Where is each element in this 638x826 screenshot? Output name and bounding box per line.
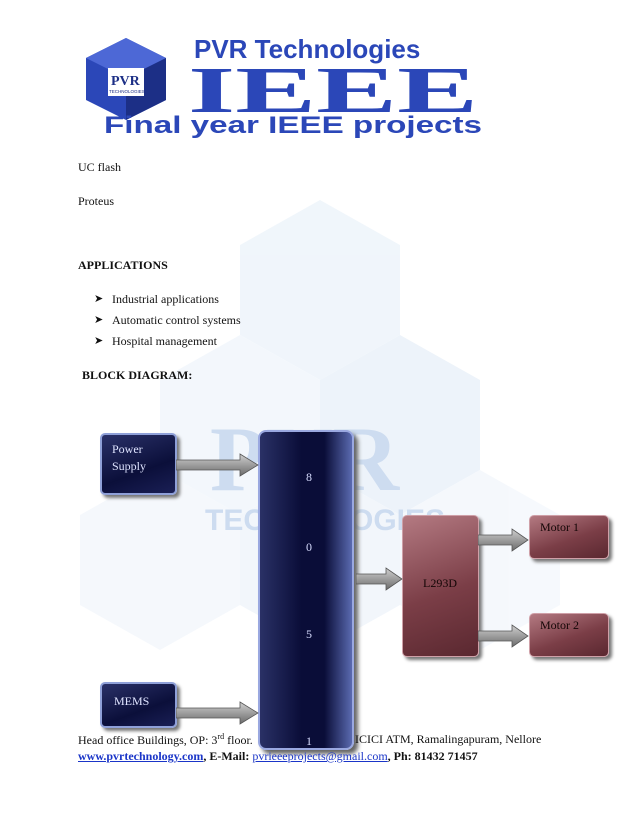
list-item: ➤Hospital management: [94, 330, 241, 351]
arrow-bullet-icon: ➤: [94, 292, 104, 305]
list-item: ➤Industrial applications: [94, 288, 241, 309]
motor1-label: Motor 1: [540, 520, 579, 534]
motor2-label: Motor 2: [540, 618, 579, 632]
motor2-block: Motor 2: [529, 613, 609, 657]
brand-title: PVR Technologies: [194, 34, 420, 64]
footer-address-end: ICICI ATM, Ramalingapuram, Nellore: [355, 732, 542, 746]
mems-block: MEMS: [100, 682, 177, 728]
l293d-label: L293D: [423, 576, 457, 590]
arrow-right-icon: [176, 453, 259, 477]
badge-pvr: PVR: [111, 74, 141, 89]
power-supply-block: Power Supply: [100, 433, 177, 495]
mems-label: MEMS: [114, 694, 150, 708]
arrow-right-icon: [478, 528, 529, 552]
tagline: Final year IEEE projects: [104, 112, 482, 139]
l293d-block: L293D: [402, 515, 479, 657]
arrow-right-icon: [478, 624, 529, 648]
website-link[interactable]: www.pvrtechnology.com: [78, 749, 204, 763]
list-item: ➤Automatic control systems: [94, 309, 241, 330]
applications-list: ➤Industrial applications ➤Automatic cont…: [94, 288, 241, 351]
badge-technologies: TECHNOLOGIES: [109, 89, 145, 94]
header-logo: PVR TECHNOLOGIES PVR Technologies IEEE F…: [78, 30, 498, 145]
motor1-block: Motor 1: [529, 515, 609, 559]
arrow-bullet-icon: ➤: [94, 313, 104, 326]
software-uc-flash: UC flash: [78, 160, 121, 174]
mcu-digit-5: 5: [306, 627, 312, 641]
power-label: Power: [112, 442, 143, 456]
arrow-right-icon: [356, 567, 403, 591]
block-diagram-heading: BLOCK DIAGRAM:: [82, 368, 193, 382]
pvr-badge-icon: PVR TECHNOLOGIES PVR Technologies IEEE F…: [86, 34, 482, 139]
mcu-digit-0: 0: [306, 540, 312, 554]
supply-label: Supply: [112, 459, 147, 473]
email-link[interactable]: pvrieeeprojects@gmail.com: [252, 749, 388, 763]
phone: , Ph: 81432 71457: [387, 749, 478, 763]
arrow-right-icon: [176, 701, 259, 725]
mcu-8051-block: 8 0 5 1: [258, 430, 354, 750]
arrow-bullet-icon: ➤: [94, 334, 104, 347]
mcu-digit-8: 8: [306, 470, 312, 484]
software-proteus: Proteus: [78, 194, 114, 208]
mcu-digit-1: 1: [306, 734, 312, 748]
ieee-title: IEEE: [188, 54, 478, 127]
footer-address: Head office Buildings, OP: 3rd floor.: [78, 732, 253, 747]
footer-contact: www.pvrtechnology.com, E-Mail: pvrieeepr…: [78, 749, 478, 763]
applications-heading: APPLICATIONS: [78, 258, 168, 272]
